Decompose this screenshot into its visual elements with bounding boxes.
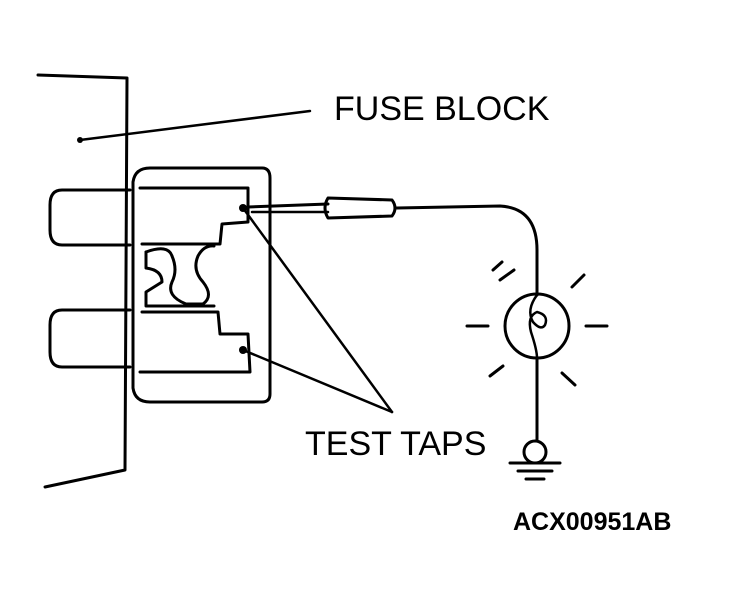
fuse-block-leader-line (78, 109, 312, 142)
test-taps-leader-upper (241, 206, 394, 414)
blade-fuse (131, 166, 272, 404)
fuse-block (36, 73, 129, 489)
fuse-block-leader-dot (77, 137, 83, 143)
lower-terminal (48, 308, 132, 369)
test-lamp-bulb (465, 260, 609, 387)
fuse-block-label: FUSE BLOCK (334, 90, 550, 128)
test-taps-label: TEST TAPS (305, 425, 486, 463)
test-lamp-lead-wire (395, 204, 539, 297)
test-taps-leader-lower (241, 348, 394, 414)
figure-code-label: ACX00951AB (513, 508, 671, 536)
test-lamp-probe (246, 196, 397, 220)
ground-icon (508, 439, 562, 481)
upper-terminal (48, 188, 132, 247)
